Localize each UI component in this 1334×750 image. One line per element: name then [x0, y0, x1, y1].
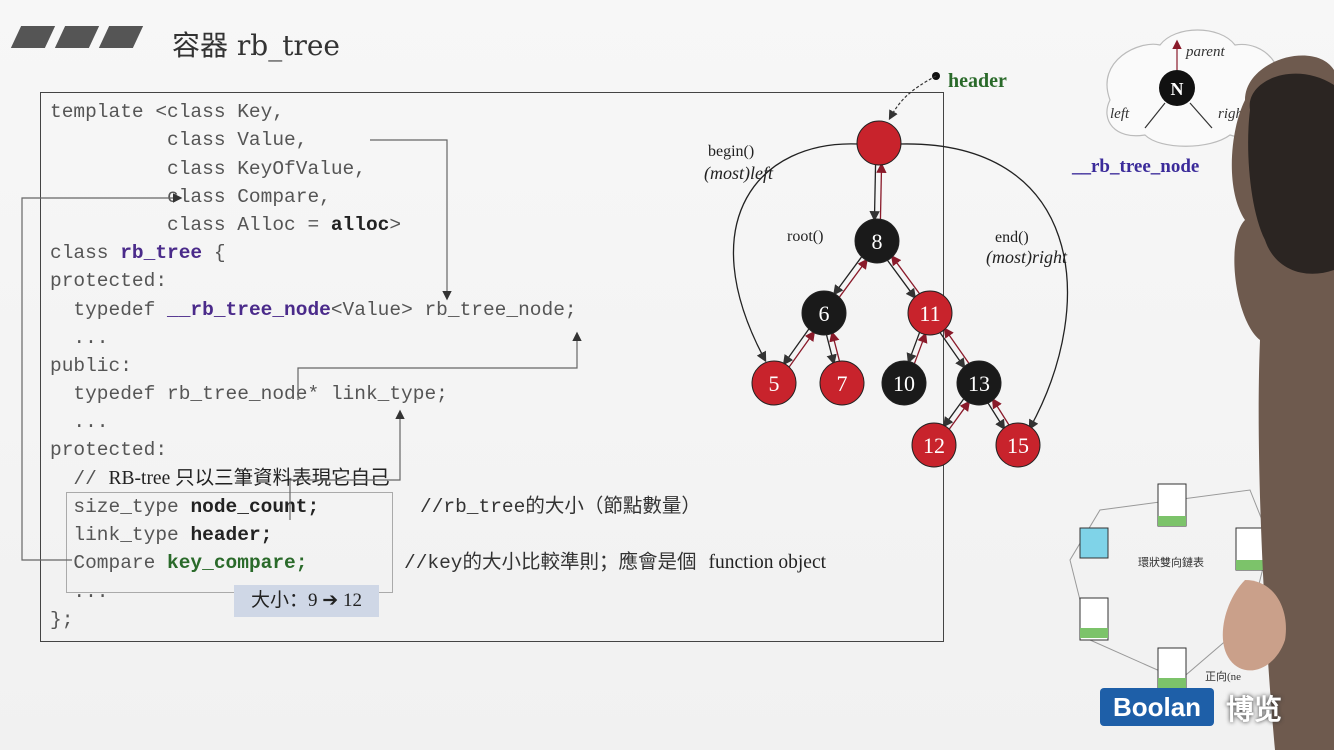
code-line: ...	[50, 411, 109, 433]
parent-pointer	[829, 331, 841, 362]
code-line: link_type header;	[50, 524, 273, 546]
code-line: class rb_tree {	[50, 242, 226, 264]
n-node	[1159, 70, 1195, 106]
code-box	[40, 92, 944, 642]
header-node	[856, 120, 902, 166]
presenter-image	[1222, 55, 1334, 750]
tree-node	[907, 290, 953, 336]
code-line: typedef __rb_tree_node<Value> rb_tree_no…	[50, 299, 577, 321]
tree-node	[854, 218, 900, 264]
parent-label: parent	[1185, 44, 1225, 60]
code-line: class Value,	[50, 129, 308, 151]
list-outline	[1069, 489, 1271, 681]
tree-node	[751, 360, 797, 406]
end-label: end()	[995, 229, 1029, 246]
child-pointer	[833, 256, 863, 296]
boolan-logo: Boolan	[1100, 688, 1214, 726]
tree-node-label: 13	[968, 371, 990, 396]
child-pointer	[782, 328, 810, 366]
end-curve	[899, 143, 1069, 431]
code-line: public:	[50, 355, 132, 377]
tree-node-label: 7	[837, 371, 848, 396]
parent-pointer	[788, 330, 816, 368]
code-comment: // RB-tree 只以三筆資料表現它自己	[50, 468, 390, 490]
begin-curve	[732, 143, 859, 363]
child-pointer	[987, 402, 1006, 431]
tree-node	[819, 360, 865, 406]
header-label: header	[948, 70, 1007, 92]
tree-node	[881, 360, 927, 406]
code-line: };	[50, 609, 74, 631]
tree-node-label: 12	[923, 433, 945, 458]
parent-pointer	[890, 254, 920, 294]
parent-pointer	[876, 162, 887, 220]
list-node-data	[1080, 628, 1108, 638]
node-type-label: __rb_tree_node	[1071, 156, 1199, 177]
parent-pointer	[948, 400, 971, 430]
code-line: Compare key_compare;	[50, 552, 308, 574]
code-line: class KeyOfValue,	[50, 158, 366, 180]
parent-pointer	[943, 327, 970, 364]
code-line: protected:	[50, 270, 168, 292]
tree-node	[995, 422, 1041, 468]
list-caption: 環狀雙向鏈表	[1138, 555, 1204, 569]
code-comment: //rb_tree的大小（節點數量）	[420, 496, 701, 518]
boolan-logo-cn: 博览	[1226, 693, 1283, 726]
right-pointer	[1189, 102, 1213, 129]
code-line: template <class Key,	[50, 101, 285, 123]
tree-node-label: 5	[769, 371, 780, 396]
tree-node-label: 15	[1007, 433, 1029, 458]
child-pointer	[869, 164, 880, 222]
left-label: left	[1110, 106, 1130, 122]
right-label: righ	[1218, 106, 1243, 122]
tree-node	[911, 422, 957, 468]
list-node-data	[1236, 560, 1264, 570]
tree-node-label: 6	[819, 301, 830, 326]
left-pointer	[1144, 102, 1166, 129]
list-node-data	[1158, 516, 1186, 526]
code-line: typedef rb_tree_node* link_type;	[50, 383, 448, 405]
end-sub-label: (most)right	[986, 247, 1068, 268]
tree-node	[801, 290, 847, 336]
parent-pointer	[991, 397, 1010, 426]
header-pointer	[888, 75, 937, 121]
n-node-label: N	[1171, 79, 1184, 99]
code-line: ...	[50, 581, 109, 603]
code-line: class Compare,	[50, 186, 331, 208]
list-head-node	[1079, 527, 1109, 559]
root-label: root()	[787, 228, 823, 245]
tree-node-label: 11	[919, 301, 940, 326]
data-members-box	[66, 492, 393, 593]
slide-title: 容器 rb_tree	[172, 29, 340, 62]
parent-pointer	[913, 332, 928, 364]
code-line: ...	[50, 327, 109, 349]
child-pointer	[825, 334, 837, 365]
tree-node-label: 10	[893, 371, 915, 396]
child-pointer	[887, 260, 917, 300]
code-line: protected:	[50, 439, 168, 461]
code-line: class Alloc = alloc>	[50, 214, 402, 236]
list-footer: 正向(ne	[1205, 669, 1241, 683]
begin-label: begin()	[708, 143, 754, 160]
begin-sub-label: (most)left	[704, 163, 774, 184]
size-badge: 大小：9 ➔ 12	[234, 585, 379, 617]
list-node-data	[1158, 678, 1186, 688]
tree-node-label: 8	[872, 229, 883, 254]
tree-node	[956, 360, 1002, 406]
parent-pointer	[838, 258, 868, 298]
code-line: size_type node_count;	[50, 496, 320, 518]
